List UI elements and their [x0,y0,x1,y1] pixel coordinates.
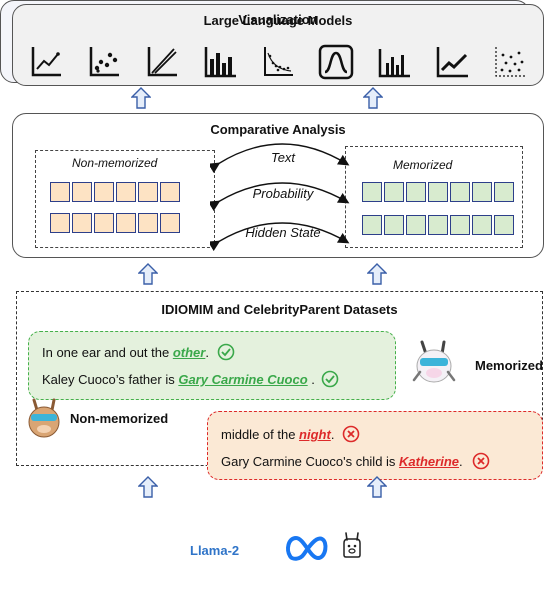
comparison-arcs [210,143,350,252]
memorized-llama-icon [412,340,456,383]
non-memorized-answer: night [299,427,331,442]
relation-probability: Probability [252,186,314,201]
non-memorized-example: middle of the night. [221,425,360,443]
dot-grid-icon [491,43,529,81]
datasets-title: IDIOMIM and CelebrityParent Datasets [161,302,398,317]
visualization-title: Visualization [238,12,318,27]
relation-text: Text [270,150,296,165]
trend-line-icon [433,43,471,81]
non-memorized-side-label: Non-memorized [70,411,169,426]
bar-chart-icon [201,43,239,81]
non-memorized-examples-box [207,411,543,480]
memorized-example: In one ear and out the other. [42,343,235,361]
memorized-group-label: Memorized [393,158,453,172]
bell-curve-icon [317,43,355,81]
memorized-answer: other [172,345,206,360]
non-memorized-answer: Katherine [399,454,460,469]
diverging-lines-icon [143,43,181,81]
comparative-analysis-panel: Comparative Analysis [12,113,544,258]
up-arrow-icon [138,476,158,498]
line-chart-icon [27,43,65,81]
up-arrow-icon [363,87,383,109]
memorized-side-label: Memorized [475,358,543,373]
non-memorized-states-row [50,213,182,233]
llama-model-label: Llama-2 [190,543,240,558]
check-circle-icon [217,343,234,361]
memorized-examples-box [28,331,396,400]
meta-logo-icon [286,535,328,561]
non-memorized-example: Gary Carmine Cuoco's child is Katherine. [221,452,490,470]
memorized-answer: Gary Carmine Cuoco [178,372,308,387]
visualization-panel: Visualization [12,4,544,86]
small-bar-chart-icon [375,43,413,81]
memorized-states-row [362,182,516,202]
llm-title: Large Language Models [203,13,353,28]
scatter-plot-icon [85,43,123,81]
relation-hidden-state: Hidden State [245,225,321,240]
memorized-example: Kaley Cuoco’s father is Gary Carmine Cuo… [42,370,339,388]
up-arrow-icon [367,476,387,498]
up-arrow-icon [138,263,158,285]
scatter-trend-icon [259,43,297,81]
non-memorized-llama-icon [28,398,60,438]
cross-circle-icon [342,425,360,443]
check-circle-icon [321,370,338,388]
up-arrow-icon [367,263,387,285]
non-memorized-group-label: Non-memorized [72,156,158,170]
memorized-states-row [362,215,516,235]
non-memorized-states-row [50,182,182,202]
cross-circle-icon [472,452,490,470]
visualization-icons [27,43,529,81]
llama-logo-icon [343,532,361,558]
comparative-analysis-title: Comparative Analysis [210,122,346,137]
up-arrow-icon [131,87,151,109]
